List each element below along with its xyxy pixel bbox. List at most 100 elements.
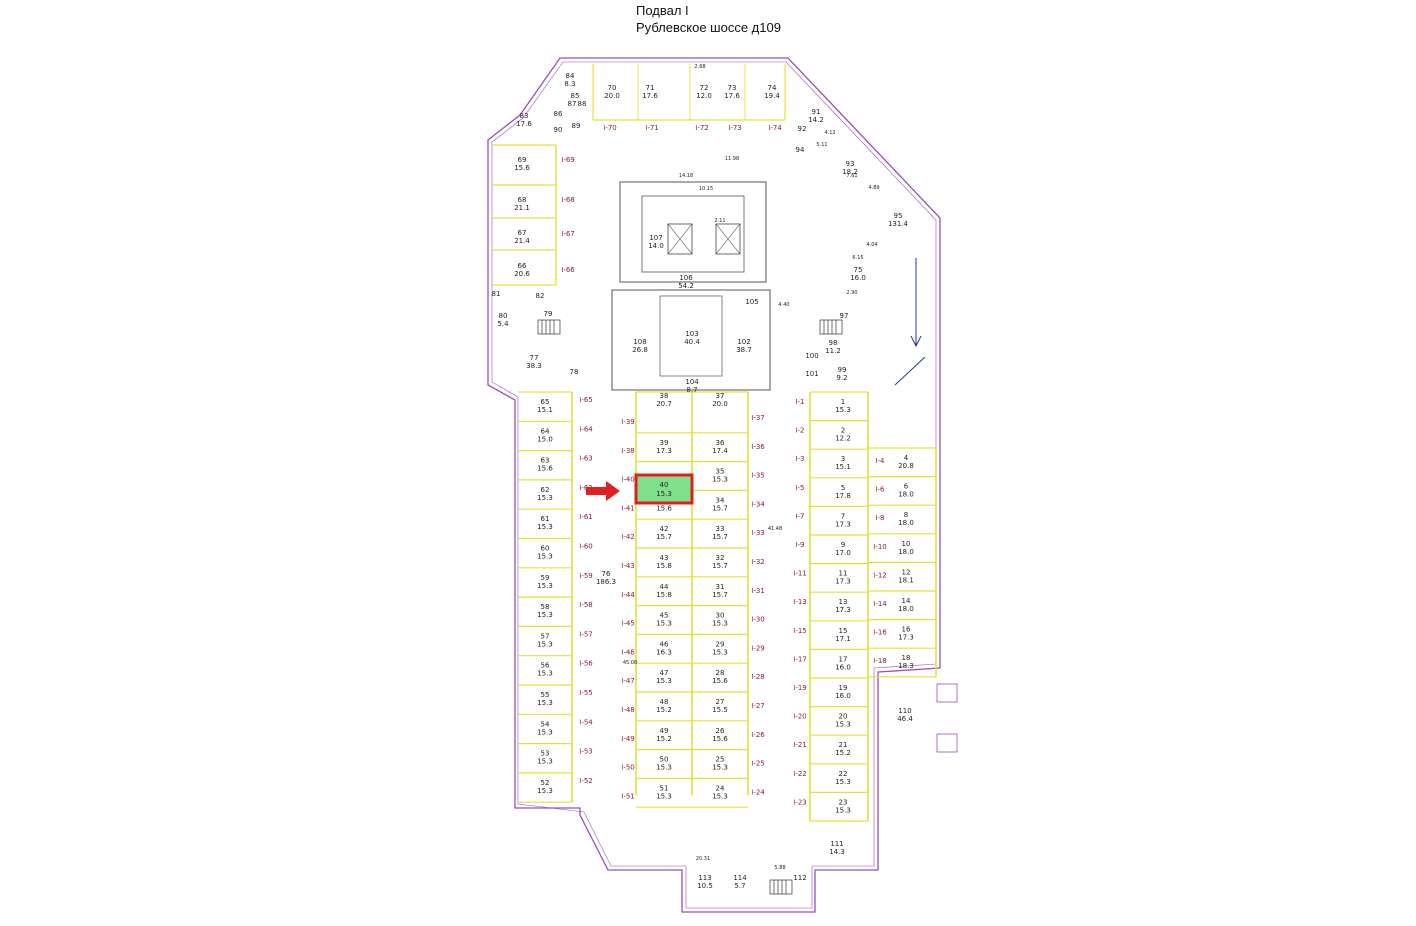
unit-area: 15.3 xyxy=(537,611,553,619)
unit-number: 53 xyxy=(541,750,550,758)
unit-number: 54 xyxy=(541,720,550,728)
unit-area: 46.4 xyxy=(897,715,913,723)
unit-area: 18.0 xyxy=(898,519,914,527)
unit-number: 70 xyxy=(608,84,617,92)
unit-number: 111 xyxy=(830,840,843,848)
unit-number: 5 xyxy=(841,484,845,492)
space-label: I-56 xyxy=(579,660,593,668)
core-lower xyxy=(611,289,771,391)
dimension-text: 4.12 xyxy=(824,130,835,136)
space-label: I-10 xyxy=(873,543,887,551)
unit-area: 38.7 xyxy=(736,346,752,354)
unit-number: 19 xyxy=(839,684,848,692)
unit-area: 15.2 xyxy=(656,735,672,743)
unit-number: 47 xyxy=(660,669,669,677)
space-label: I-9 xyxy=(795,541,804,549)
space-label: I-22 xyxy=(793,770,807,778)
unit-area: 12.2 xyxy=(835,435,851,443)
unit-area: 17.6 xyxy=(516,120,532,128)
unit-number: 21 xyxy=(839,741,848,749)
space-label: I-26 xyxy=(751,731,765,739)
unit-number: 35 xyxy=(716,468,725,476)
unit-area: 17.4 xyxy=(712,447,728,455)
address-title: Рублевское шоссе д109 xyxy=(636,20,781,35)
unit-number: 24 xyxy=(716,784,725,792)
unit-area: 5.7 xyxy=(734,882,745,890)
space-label: I-38 xyxy=(621,447,635,455)
unit-number: 74 xyxy=(768,84,777,92)
unit-number: 38 xyxy=(660,392,669,400)
unit-number: 63 xyxy=(541,457,550,465)
pointer-arrow-icon xyxy=(586,481,620,501)
unit-area: 15.3 xyxy=(656,620,672,628)
unit-area: 20.0 xyxy=(712,400,728,408)
unit-number: 94 xyxy=(796,146,805,154)
unit-number: 31 xyxy=(716,583,725,591)
highlighted-unit-area: 15.3 xyxy=(656,490,672,498)
dimension-text: 4.40 xyxy=(778,302,789,308)
unit-number: 80 xyxy=(499,312,508,320)
unit-number: 46 xyxy=(660,640,669,648)
space-label: I-49 xyxy=(621,735,635,743)
unit-area: 15.5 xyxy=(712,706,728,714)
unit-number: 34 xyxy=(716,496,725,504)
space-label: I-5 xyxy=(795,484,804,492)
unit-number: 104 xyxy=(685,378,699,386)
space-label: I-52 xyxy=(579,777,593,785)
unit-area: 15.3 xyxy=(537,758,553,766)
space-label: I-20 xyxy=(793,713,807,721)
unit-number: 1 xyxy=(841,398,845,406)
unit-number: 81 xyxy=(492,290,501,298)
unit-area: 15.3 xyxy=(537,640,553,648)
highlighted-unit[interactable] xyxy=(634,473,694,505)
dimension-text: 41.48 xyxy=(768,526,782,532)
space-label: I-35 xyxy=(751,472,765,480)
unit-number: 62 xyxy=(541,486,550,494)
space-label: I-65 xyxy=(579,396,593,404)
unit-number: 95 xyxy=(894,212,903,220)
unit-number: 92 xyxy=(798,125,807,133)
unit-area: 15.0 xyxy=(537,435,553,443)
unit-area: 15.6 xyxy=(656,504,672,512)
unit-number: 8 xyxy=(904,511,908,519)
unit-area: 15.3 xyxy=(835,806,851,814)
unit-number: 39 xyxy=(660,439,669,447)
space-label: I-24 xyxy=(751,788,765,796)
unit-area: 15.3 xyxy=(537,670,553,678)
core-inner xyxy=(641,195,745,273)
space-label: I-7 xyxy=(795,512,804,520)
dimension-text: 10.15 xyxy=(699,186,713,192)
unit-number: 107 xyxy=(649,234,662,242)
space-label: I-15 xyxy=(793,627,807,635)
unit-area: 21.1 xyxy=(514,204,530,212)
space-label: I-50 xyxy=(621,764,635,772)
space-label: I-36 xyxy=(751,443,765,451)
unit-number: 36 xyxy=(716,439,725,447)
unit-area: 14.2 xyxy=(808,116,824,124)
unit-area: 14.0 xyxy=(648,242,664,250)
unit-area: 17.6 xyxy=(724,92,740,100)
unit-area: 18.2 xyxy=(842,168,858,176)
unit-number: 79 xyxy=(544,310,553,318)
unit-number: 56 xyxy=(541,662,550,670)
space-label: I-40 xyxy=(621,476,635,484)
unit-number: 87 xyxy=(568,100,577,108)
space-label: I-42 xyxy=(621,533,635,541)
space-label: I-39 xyxy=(621,418,635,426)
unit-number: 101 xyxy=(805,370,818,378)
space-label: I-8 xyxy=(875,514,884,522)
unit-area: 12.0 xyxy=(696,92,712,100)
unit-number: 28 xyxy=(716,669,725,677)
unit-number: 66 xyxy=(518,262,527,270)
unit-number: 55 xyxy=(541,691,550,699)
unit-number: 103 xyxy=(685,330,698,338)
unit-number: 77 xyxy=(530,354,539,362)
unit-number: 100 xyxy=(805,352,818,360)
dimension-text: 45.08 xyxy=(623,660,637,666)
space-label: I-14 xyxy=(873,600,887,608)
unit-area: 15.7 xyxy=(712,562,728,570)
unit-number: 113 xyxy=(698,874,711,882)
unit-area: 15.7 xyxy=(712,591,728,599)
unit-area: 5.4 xyxy=(497,320,509,328)
unit-area: 15.8 xyxy=(656,591,672,599)
